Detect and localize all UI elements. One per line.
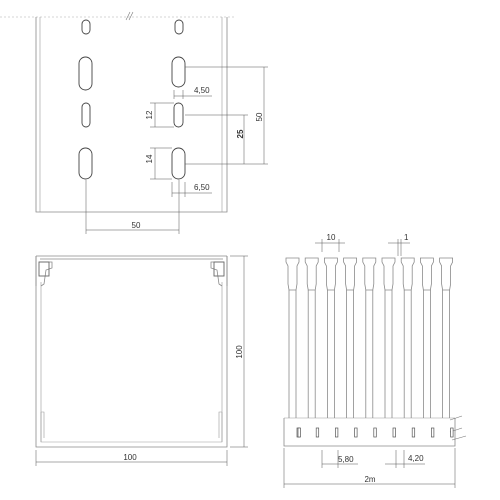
dim-height: 100 [230, 255, 248, 448]
side-view: 10 1 5,80 4,20 2m [283, 233, 467, 488]
left-clip [38, 261, 50, 277]
finger-head [304, 257, 319, 291]
base-slot [392, 427, 396, 438]
dim-slot-width-label: 5,80 [338, 455, 354, 464]
dim-finger-gap-label: 1 [404, 233, 409, 242]
base-slot [431, 427, 435, 438]
base-plate-outline [35, 17, 228, 213]
dim-gap-small-label: 4,50 [194, 86, 210, 95]
base-slot [373, 427, 377, 438]
right-hook [210, 256, 228, 287]
dim-slot-width: 5,80 [321, 450, 358, 468]
break-mark [125, 11, 134, 21]
finger-head [362, 257, 377, 291]
dim-slot-gap: 4,20 [385, 450, 425, 468]
dim-slot-pitch-label: 25 [236, 129, 245, 138]
base-slot [335, 427, 339, 438]
dim-gap-small: 4,50 [173, 86, 212, 99]
base-slot [411, 427, 416, 438]
slot [171, 147, 186, 180]
dim-finger-gap: 1 [388, 233, 410, 256]
finger-shaft [423, 290, 431, 418]
slot [78, 56, 93, 91]
finger-head [343, 257, 357, 291]
right-clip [213, 261, 225, 277]
base-slot [297, 427, 301, 438]
finger-shaft [384, 290, 393, 418]
slot [174, 19, 184, 35]
dim-slot-pitch: 25 [185, 114, 248, 164]
finger-head [400, 257, 415, 291]
base-slot [450, 427, 454, 438]
dim-total-length-label: 2m [364, 475, 375, 484]
slot [171, 56, 186, 88]
dim-slot-span: 50 [85, 180, 180, 234]
profile-outer [35, 256, 228, 448]
dim-finger-pitch-label: 10 [327, 233, 336, 242]
finger-shaft [403, 290, 412, 418]
dim-slot-height: 12 [145, 102, 174, 128]
dim-spacing: 50 [185, 66, 268, 165]
finger-head [381, 257, 396, 291]
dim-slot-offset: 6,50 [171, 182, 212, 197]
dim-finger-pitch: 10 [315, 233, 345, 252]
dim-width-label: 100 [123, 453, 137, 462]
dim-spacing-label: 50 [255, 112, 264, 121]
slot [81, 102, 91, 128]
finger-shaft [327, 290, 335, 418]
slot [81, 19, 91, 35]
cross-section-view: 100 100 [35, 255, 248, 466]
top-view: 50 25 4,50 12 14 [0, 11, 268, 234]
lid [36, 255, 227, 260]
dim-slot-gap-label: 4,20 [408, 454, 424, 463]
finger-head [420, 257, 434, 291]
dim-width: 100 [35, 450, 228, 466]
dim-slot-span-label: 50 [132, 221, 141, 230]
base-slot [315, 427, 320, 438]
bottom-detail [41, 411, 222, 438]
dim-slot-height-label: 12 [145, 110, 154, 119]
dim-slot-offset-label: 6,50 [194, 183, 210, 192]
dim-height-label: 100 [235, 345, 244, 359]
dim-slot-length: 14 [145, 147, 172, 180]
finger-shaft [346, 290, 354, 418]
finger-shaft [288, 290, 297, 418]
slot [173, 102, 184, 128]
dim-slot-length-label: 14 [145, 154, 154, 163]
slot [78, 147, 93, 180]
finger-head [439, 257, 453, 291]
wall-base [283, 418, 456, 447]
base-slot [354, 427, 358, 438]
finger-head [285, 257, 300, 291]
dim-total-length: 2m [283, 448, 456, 488]
left-hook [35, 256, 53, 287]
profile-inner [40, 282, 223, 443]
finger-shaft [365, 290, 374, 418]
finger-head [324, 257, 338, 291]
finger-shaft [442, 290, 450, 418]
finger-shaft [307, 290, 316, 418]
